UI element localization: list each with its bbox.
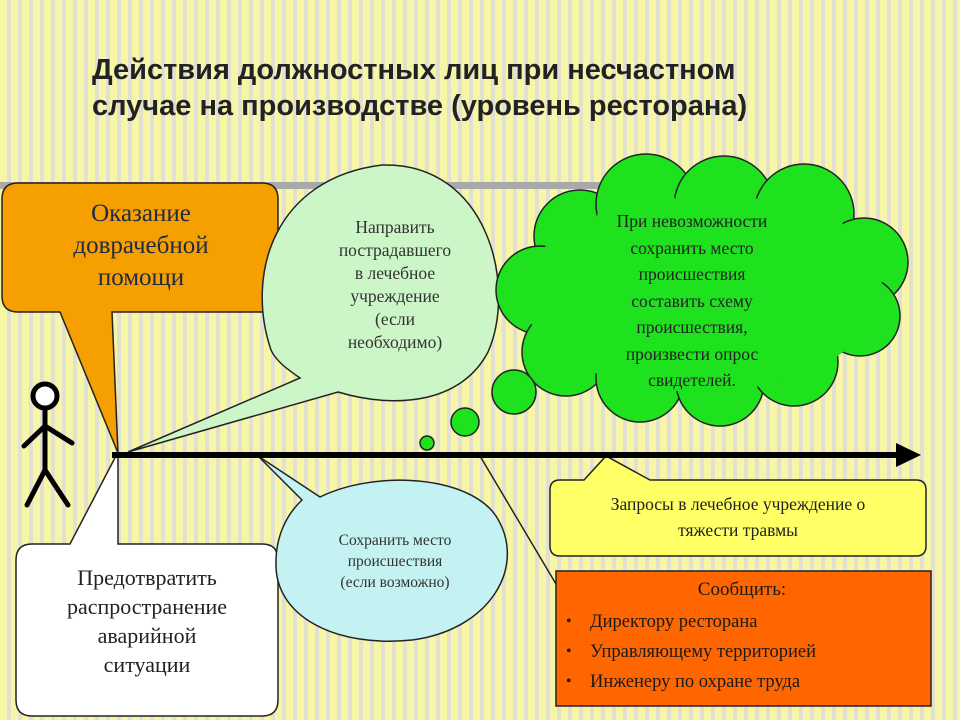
bullet-icon: •	[566, 673, 572, 690]
text-line: в лечебное	[354, 263, 436, 283]
scene-cloud-text: При невозможности сохранить место происш…	[562, 208, 822, 394]
thought-circle-small	[419, 435, 435, 451]
text-line: помощи	[97, 264, 185, 291]
timeline-arrowhead	[896, 443, 921, 467]
text-line: Направить	[355, 217, 435, 237]
text-line: ситуации	[103, 652, 191, 677]
title-line: Действия должностных лиц при несчастном	[92, 54, 736, 86]
page-title: Действия должностных лиц при несчастном …	[92, 52, 912, 124]
list-item: • Управляющему территорией	[566, 637, 926, 667]
save-scene-text: Сохранить место происшествия (если возмо…	[290, 530, 500, 593]
first-aid-callout	[1, 182, 279, 454]
text-line: (если возможно)	[340, 574, 450, 591]
scene-cloud	[495, 153, 909, 427]
text-line: свидетелей.	[648, 370, 736, 390]
requests-callout	[549, 455, 927, 557]
text-line: Оказание	[91, 200, 191, 227]
thought-circle-medium	[450, 407, 480, 437]
notify-pointer	[479, 455, 557, 585]
text-line: (если	[375, 309, 415, 329]
text-line: происшествия,	[636, 317, 748, 337]
send-victim-text: Направить пострадавшего в лечебное учреж…	[295, 216, 495, 354]
text-line: тяжести травмы	[678, 520, 798, 540]
list-item-label: Директору ресторана	[590, 612, 758, 632]
list-item-label: Инженеру по охране труда	[590, 672, 801, 692]
text-line: Предотвратить	[77, 565, 217, 590]
text-line: При невозможности	[616, 211, 768, 231]
bullet-icon: •	[566, 643, 572, 660]
save-scene-bubble	[257, 455, 508, 642]
text-line: пострадавшего	[338, 240, 452, 260]
text-line: необходимо)	[347, 332, 443, 352]
text-line: сохранить место	[630, 237, 754, 258]
text-line: произвести опрос	[625, 343, 759, 364]
prevent-text: Предотвратить распространение аварийной …	[22, 563, 272, 679]
text-line: аварийной	[97, 623, 197, 648]
text-line: Сохранить место	[338, 532, 452, 549]
prevent-callout	[15, 451, 279, 717]
list-item-label: Управляющему территорией	[590, 642, 816, 662]
notify-box	[555, 570, 932, 707]
person-icon	[21, 381, 75, 508]
text-line: доврачебной	[73, 232, 209, 259]
notify-list: • Директору ресторана • Управляющему тер…	[566, 607, 926, 697]
list-item: • Директору ресторана	[566, 607, 926, 637]
text-line: происшествия	[638, 264, 746, 284]
text-line: распространение	[66, 594, 228, 619]
requests-text: Запросы в лечебное учреждение о тяжести …	[552, 491, 924, 543]
list-item: • Инженеру по охране труда	[566, 667, 926, 697]
first-aid-text: Оказание доврачебной помощи	[16, 198, 266, 294]
title-line: случае на производстве (уровень ресторан…	[92, 90, 748, 122]
text-line: происшествия	[347, 553, 443, 570]
bullet-icon: •	[566, 613, 572, 630]
thought-circle-large	[491, 369, 537, 415]
text-line: составить схему	[631, 290, 753, 311]
text-line: Запросы в лечебное учреждение о	[610, 494, 866, 514]
text-line: учреждение	[350, 286, 440, 306]
notify-heading: Сообщить:	[697, 579, 787, 600]
